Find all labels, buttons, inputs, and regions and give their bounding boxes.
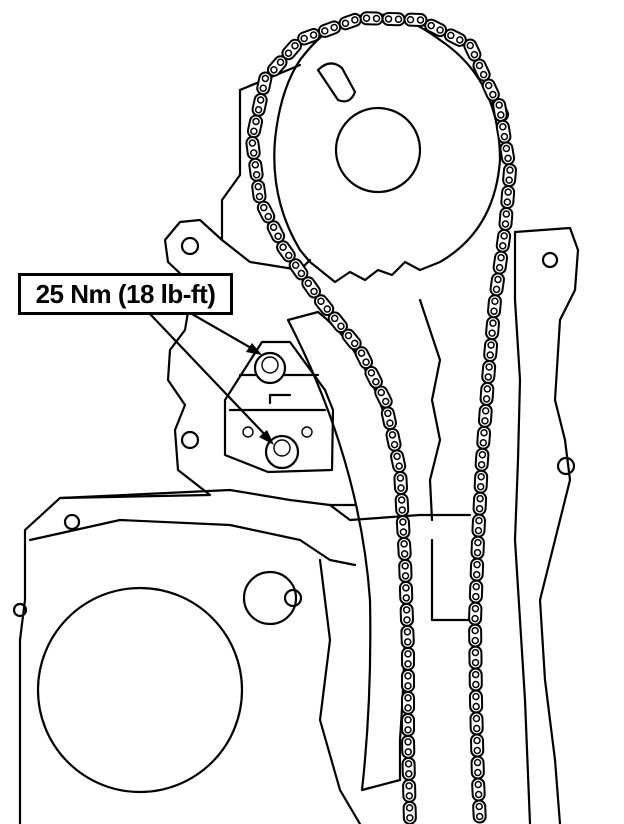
chain-link bbox=[471, 777, 486, 802]
chain-link bbox=[248, 157, 264, 182]
chain-link bbox=[477, 403, 493, 428]
chain-link bbox=[468, 645, 483, 670]
chain-link bbox=[395, 514, 411, 539]
chain-link bbox=[495, 119, 512, 144]
engine-block-outline bbox=[12, 63, 472, 824]
chain-link bbox=[374, 385, 393, 409]
chain-link bbox=[385, 427, 402, 452]
chain-link bbox=[256, 200, 276, 224]
tensioner-bolt-upper bbox=[253, 351, 287, 385]
chain-link bbox=[401, 734, 416, 759]
chain-link bbox=[492, 250, 509, 275]
chain-link bbox=[499, 141, 516, 166]
chain-link bbox=[399, 602, 414, 627]
chain-link bbox=[470, 755, 485, 780]
chain-link bbox=[495, 228, 512, 253]
chain-link bbox=[470, 733, 485, 758]
chain-link bbox=[403, 12, 428, 28]
chain-link bbox=[474, 447, 490, 472]
chain-link bbox=[468, 689, 484, 714]
chain-link bbox=[469, 711, 484, 736]
chain-link bbox=[317, 20, 342, 38]
chain-link bbox=[394, 492, 410, 517]
chain-link bbox=[380, 406, 397, 431]
timing-chain bbox=[245, 11, 517, 824]
camshaft-sprocket bbox=[273, 13, 502, 284]
chain-link bbox=[472, 58, 491, 82]
tensioner-bolt-lower bbox=[264, 434, 300, 470]
chain-link bbox=[476, 425, 492, 450]
chain-link bbox=[481, 359, 497, 384]
chain-link bbox=[463, 38, 482, 62]
chain-link bbox=[401, 756, 416, 781]
chain-link bbox=[471, 513, 486, 538]
chain-link bbox=[297, 28, 321, 46]
chain-link bbox=[483, 338, 499, 363]
chain-link bbox=[246, 114, 264, 139]
tensioner-arm bbox=[286, 310, 407, 792]
chain-link bbox=[402, 778, 417, 803]
chain-link bbox=[468, 579, 484, 604]
chain-link bbox=[393, 471, 409, 496]
chain-link bbox=[364, 365, 383, 389]
chain-link bbox=[468, 601, 483, 626]
chain-link bbox=[402, 800, 417, 824]
chain-guide bbox=[513, 226, 580, 824]
chain-link bbox=[401, 712, 415, 737]
chain-link bbox=[472, 491, 488, 516]
chain-link bbox=[502, 163, 517, 188]
chain-link bbox=[485, 316, 500, 341]
chain-link bbox=[359, 11, 384, 26]
chain-link bbox=[401, 646, 415, 671]
chain-link bbox=[469, 557, 485, 582]
chain-link bbox=[354, 346, 374, 370]
chain-link bbox=[473, 469, 489, 494]
crankshaft-pulley bbox=[36, 586, 244, 794]
chain-link bbox=[500, 185, 516, 210]
chain-link bbox=[256, 71, 273, 96]
chain-link bbox=[468, 623, 483, 648]
chain-link bbox=[288, 258, 309, 281]
chain-link bbox=[424, 18, 448, 38]
torque-callout-label: 25 Nm (18 lb-ft) bbox=[18, 273, 233, 315]
chain-link bbox=[498, 207, 514, 231]
chain-link bbox=[338, 12, 362, 31]
chain-link bbox=[472, 799, 487, 824]
chain-link bbox=[251, 92, 268, 117]
chain-link bbox=[397, 536, 412, 561]
chain-link bbox=[468, 667, 483, 692]
chain-link bbox=[390, 449, 407, 474]
callout-leaders bbox=[148, 308, 274, 445]
camshaft-hub bbox=[334, 106, 422, 194]
chain-link bbox=[401, 690, 415, 715]
camshaft-keyway bbox=[316, 62, 357, 103]
chain-link bbox=[489, 272, 505, 297]
chain-link bbox=[401, 668, 415, 693]
chain-link bbox=[400, 624, 415, 649]
chain-link bbox=[251, 179, 267, 204]
chain-link bbox=[470, 535, 485, 560]
chain-link bbox=[398, 558, 413, 583]
chain-link bbox=[487, 294, 502, 319]
chain-link bbox=[398, 580, 414, 605]
chain-link bbox=[479, 381, 495, 406]
chain-link bbox=[245, 136, 261, 160]
chain-link bbox=[381, 11, 406, 27]
